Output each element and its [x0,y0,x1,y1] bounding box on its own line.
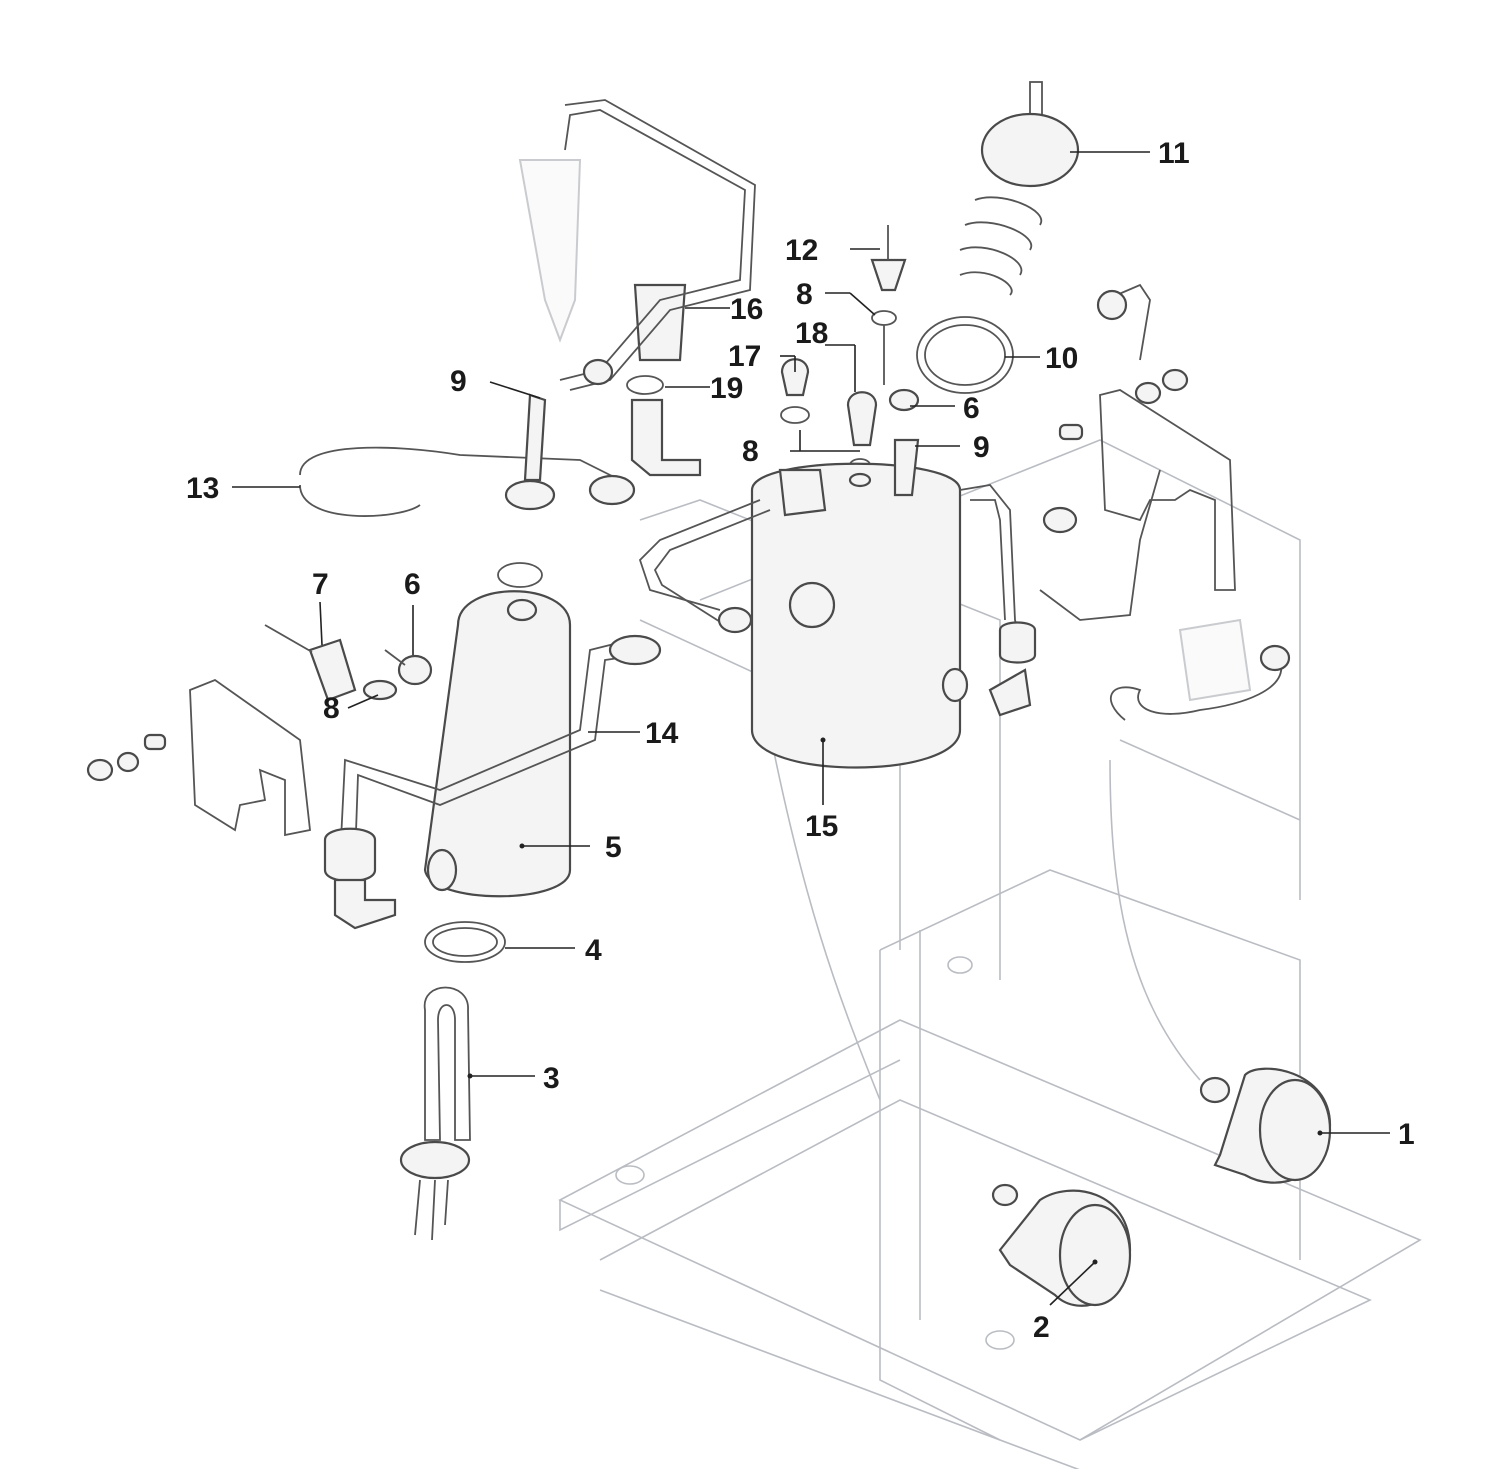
part-17-washer [780,406,810,424]
label-8-top: 8 [796,278,813,311]
capillary-wire [1109,659,1283,721]
pipe-right-nut [1042,506,1078,534]
part-8-washer-top [871,310,897,326]
part-4-gasket-inner [432,927,498,957]
part-2-fitting [991,1183,1019,1207]
leader-lines [232,151,1390,1306]
capillary-bulb [1259,644,1291,672]
part-15-top-fitting [778,468,827,517]
part-14-pipe-outer [354,654,641,861]
part-union [588,474,636,506]
part-7-sensor [308,638,357,702]
part-14-fitting [323,827,377,883]
part-tee [504,479,556,511]
part-15-boiler [750,462,962,769]
label-6-left: 6 [404,568,421,601]
machine-frame [558,439,1422,1469]
label-6-top: 6 [963,392,980,425]
part-elbow [630,398,702,477]
pipe-right-elbow [988,668,1032,717]
label-18: 18 [795,317,828,350]
part-14-elbow [333,878,397,930]
part-4-gasket [424,921,506,963]
label-19: 19 [710,372,743,405]
label-11: 11 [1158,137,1190,170]
label-2: 2 [1033,1311,1050,1344]
part-washer-a [116,751,140,773]
part-12-valve [870,258,907,292]
part-5-port [506,598,538,622]
pipe-far-right [1039,469,1161,621]
label-7: 7 [312,568,329,601]
leader-dots [467,737,1323,1265]
part-14-nut [608,634,662,666]
pipe-left-boiler-outer [653,509,771,626]
part-1-gauge-face [1258,1078,1332,1182]
label-17: 17 [728,340,761,373]
part-1-fitting [1199,1076,1231,1104]
pipe-right-boiler-outer [970,499,1006,621]
faint-switch [1178,618,1252,702]
part-15-washer [848,472,872,488]
part-15-port [788,581,836,629]
part-18-valve [846,391,878,447]
part-nut-b [1134,381,1162,405]
part-6-stem [384,649,406,666]
part-13-pipe [299,446,621,481]
part-11-element [959,81,1080,296]
part-15-side-fitting [941,667,969,703]
pipe-nut [717,606,753,634]
part-washer-b [1161,368,1189,392]
pipe-right-fitting [998,621,1037,664]
label-15: 15 [805,810,838,843]
part-3-terminals [414,1179,449,1241]
part-7-wire [264,624,313,653]
pipe-right-upper-nut [1096,289,1128,321]
label-1: 1 [1398,1118,1415,1151]
part-6-fitting-top [888,388,920,412]
label-10: 10 [1045,342,1078,375]
part-13-pipe-loop [299,484,421,517]
pipe-right-upper [1104,283,1151,361]
pipe-top-outer [564,99,756,391]
pipe-left-boiler [638,499,761,611]
label-13: 13 [186,472,219,505]
part-19-seal [626,375,664,395]
label-9-right: 9 [973,431,990,464]
part-o-ring [497,562,543,588]
part-10-gasket [916,316,1014,394]
part-9-elbow-left [523,393,547,482]
label-14: 14 [645,717,679,750]
part-screw-b [1058,423,1084,441]
label-9-left: 9 [450,365,467,398]
part-5-side-port [426,848,458,892]
part-8-washer-left [362,679,398,701]
part-3-flange [399,1140,471,1180]
part-2-gauge-face [1058,1203,1132,1307]
label-16: 16 [730,293,763,326]
label-4: 4 [585,934,602,967]
label-8-left: 8 [323,692,340,725]
part-bracket-right [1099,389,1236,591]
part-6-fitting-left [397,654,433,686]
part-14-pipe [339,639,631,861]
part-17-valve [780,358,810,397]
part-nut [582,358,614,386]
label-3: 3 [543,1062,560,1095]
part-nut-a [86,758,114,782]
part-5-boiler [423,590,572,898]
label-8-mid: 8 [742,435,759,468]
part-3-heater [424,986,471,1141]
part-screw-a [143,733,167,751]
label-12: 12 [785,234,818,267]
part-bracket-left [189,678,311,837]
part-9-elbow-right [893,438,920,497]
faint-valve-ghost [518,159,582,343]
pipe-top [559,109,746,381]
label-5: 5 [605,831,622,864]
part-10-gasket-inner [924,324,1006,386]
